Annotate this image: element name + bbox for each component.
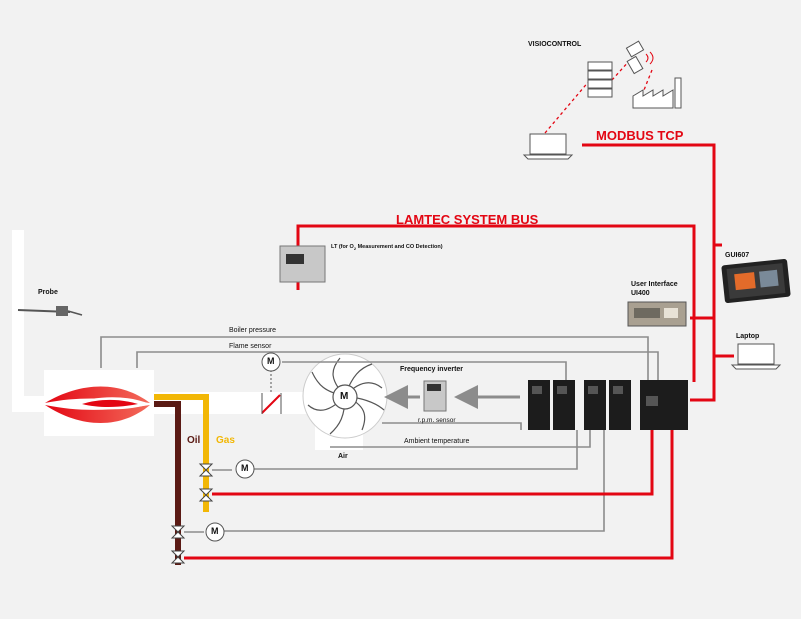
ui400-panel <box>627 301 687 327</box>
lt-unit-label-sub: 2 <box>353 246 357 252</box>
bus-lines <box>184 143 734 560</box>
rpm-sensor-label: r.p.m. sensor <box>418 417 456 424</box>
laptop-icon-top <box>522 133 574 160</box>
modbus-tcp-label: MODBUS TCP <box>596 128 684 143</box>
laptop-icon-right <box>730 343 782 370</box>
laptop-label: Laptop <box>736 333 760 340</box>
gui607-label: GUI607 <box>725 252 750 259</box>
frequency-inverter-unit <box>423 380 447 412</box>
motor-flame <box>261 352 281 372</box>
motor-gas <box>235 459 255 479</box>
server-icon <box>587 61 613 98</box>
lt-unit-label: LT (for O2 Measurement and CO Detection) <box>331 244 443 251</box>
gas-valve-2 <box>198 488 214 502</box>
probe-icon <box>17 306 83 316</box>
gas-valve-1 <box>198 463 214 477</box>
boiler-pressure-label: Boiler pressure <box>229 327 277 334</box>
probe-label: Probe <box>38 289 58 296</box>
oil-valve-1 <box>170 525 186 539</box>
user-interface-label: User Interface <box>631 281 678 288</box>
chimney <box>12 230 24 410</box>
gas-label: Gas <box>216 435 235 446</box>
oil-line <box>154 401 181 565</box>
lt-unit-label-rest: Measurement and CO Detection) <box>356 244 443 250</box>
fan-icon <box>302 353 388 450</box>
signal-lines <box>100 336 659 533</box>
factory-icon <box>632 77 682 109</box>
lamtec-system-bus-label: LAMTEC SYSTEM BUS <box>396 212 539 227</box>
motor-flame-label: M <box>267 356 275 366</box>
motor-oil-label: M <box>211 526 219 536</box>
air-damper <box>261 394 281 414</box>
mobile-devices-icon <box>625 40 654 75</box>
motor-oil <box>205 522 225 542</box>
exhaust-duct <box>12 396 52 412</box>
ambient-temperature-label: Ambient temperature <box>404 438 470 445</box>
flame-sensor-label: Flame sensor <box>229 343 272 350</box>
motor-gas-label: M <box>241 463 249 473</box>
oil-label: Oil <box>187 435 201 446</box>
flame-icon <box>45 386 150 424</box>
lt-unit <box>279 245 326 283</box>
lt-unit-label-text: LT (for O <box>331 244 354 250</box>
ui400-label: UI400 <box>631 290 650 297</box>
frequency-inverter-label: Frequency inverter <box>400 366 464 373</box>
visiocontrol-label: VISIOCONTROL <box>528 41 582 48</box>
fan-motor-label: M <box>340 391 349 402</box>
controller-modules <box>528 380 688 430</box>
air-label: Air <box>338 453 348 460</box>
gui607-panel <box>721 258 791 304</box>
oil-valve-2 <box>170 550 186 564</box>
